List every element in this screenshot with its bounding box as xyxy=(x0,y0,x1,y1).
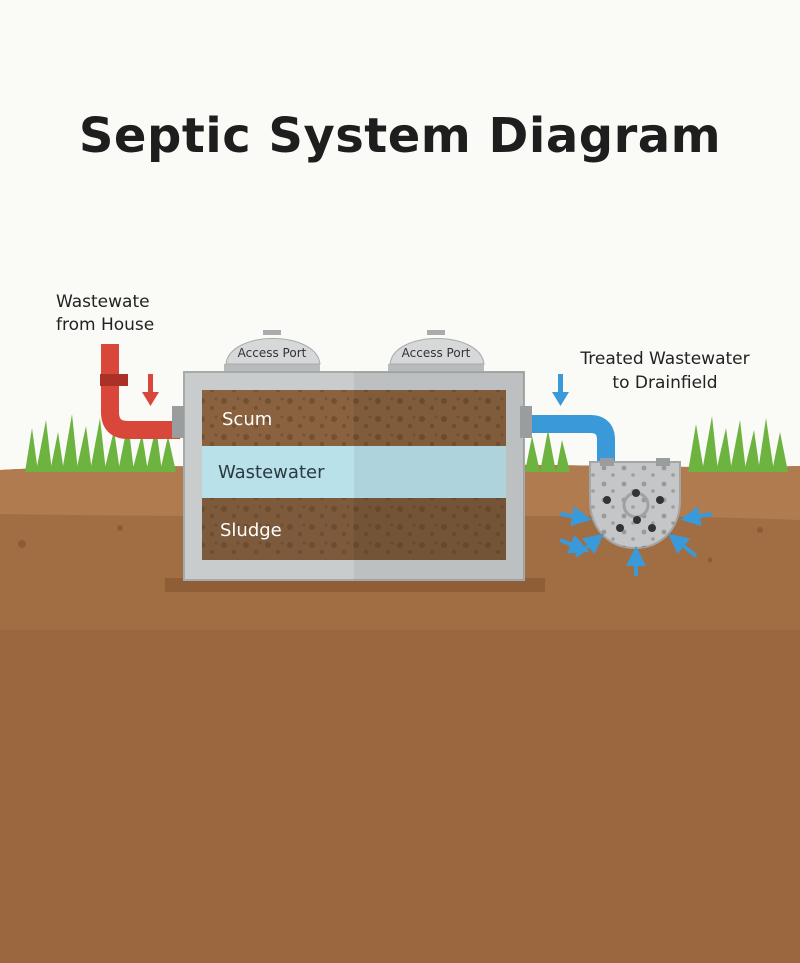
access-port-right-label: Access Port xyxy=(402,346,471,360)
page-title: Septic System Diagram xyxy=(78,108,722,164)
inflow-label-line2: from House xyxy=(56,315,154,335)
outflow-label-line2: to Drainfield xyxy=(612,373,717,393)
septic-tank xyxy=(183,371,525,581)
inflow-pipe xyxy=(100,344,184,439)
access-port-left-label: Access Port xyxy=(238,346,307,360)
grass-right xyxy=(525,416,788,472)
drainfield-bed xyxy=(589,458,681,550)
inflow-label-line1: Wastewate xyxy=(56,292,150,312)
outflow-label-line1: Treated Wastewater xyxy=(579,349,749,369)
outflow-pipe xyxy=(520,406,615,470)
infiltration-arrows xyxy=(559,506,713,576)
scum-label: Scum xyxy=(222,409,272,430)
outflow-arrow-icon xyxy=(552,374,569,406)
wastewater-layer xyxy=(202,446,506,498)
inflow-arrow-icon xyxy=(142,374,159,406)
access-port-right xyxy=(388,330,485,374)
wastewater-label: Wastewater xyxy=(218,462,325,483)
tank-base-slab xyxy=(165,578,545,592)
grass-left xyxy=(25,414,176,472)
sludge-label: Sludge xyxy=(220,520,282,541)
access-port-left xyxy=(224,330,321,374)
